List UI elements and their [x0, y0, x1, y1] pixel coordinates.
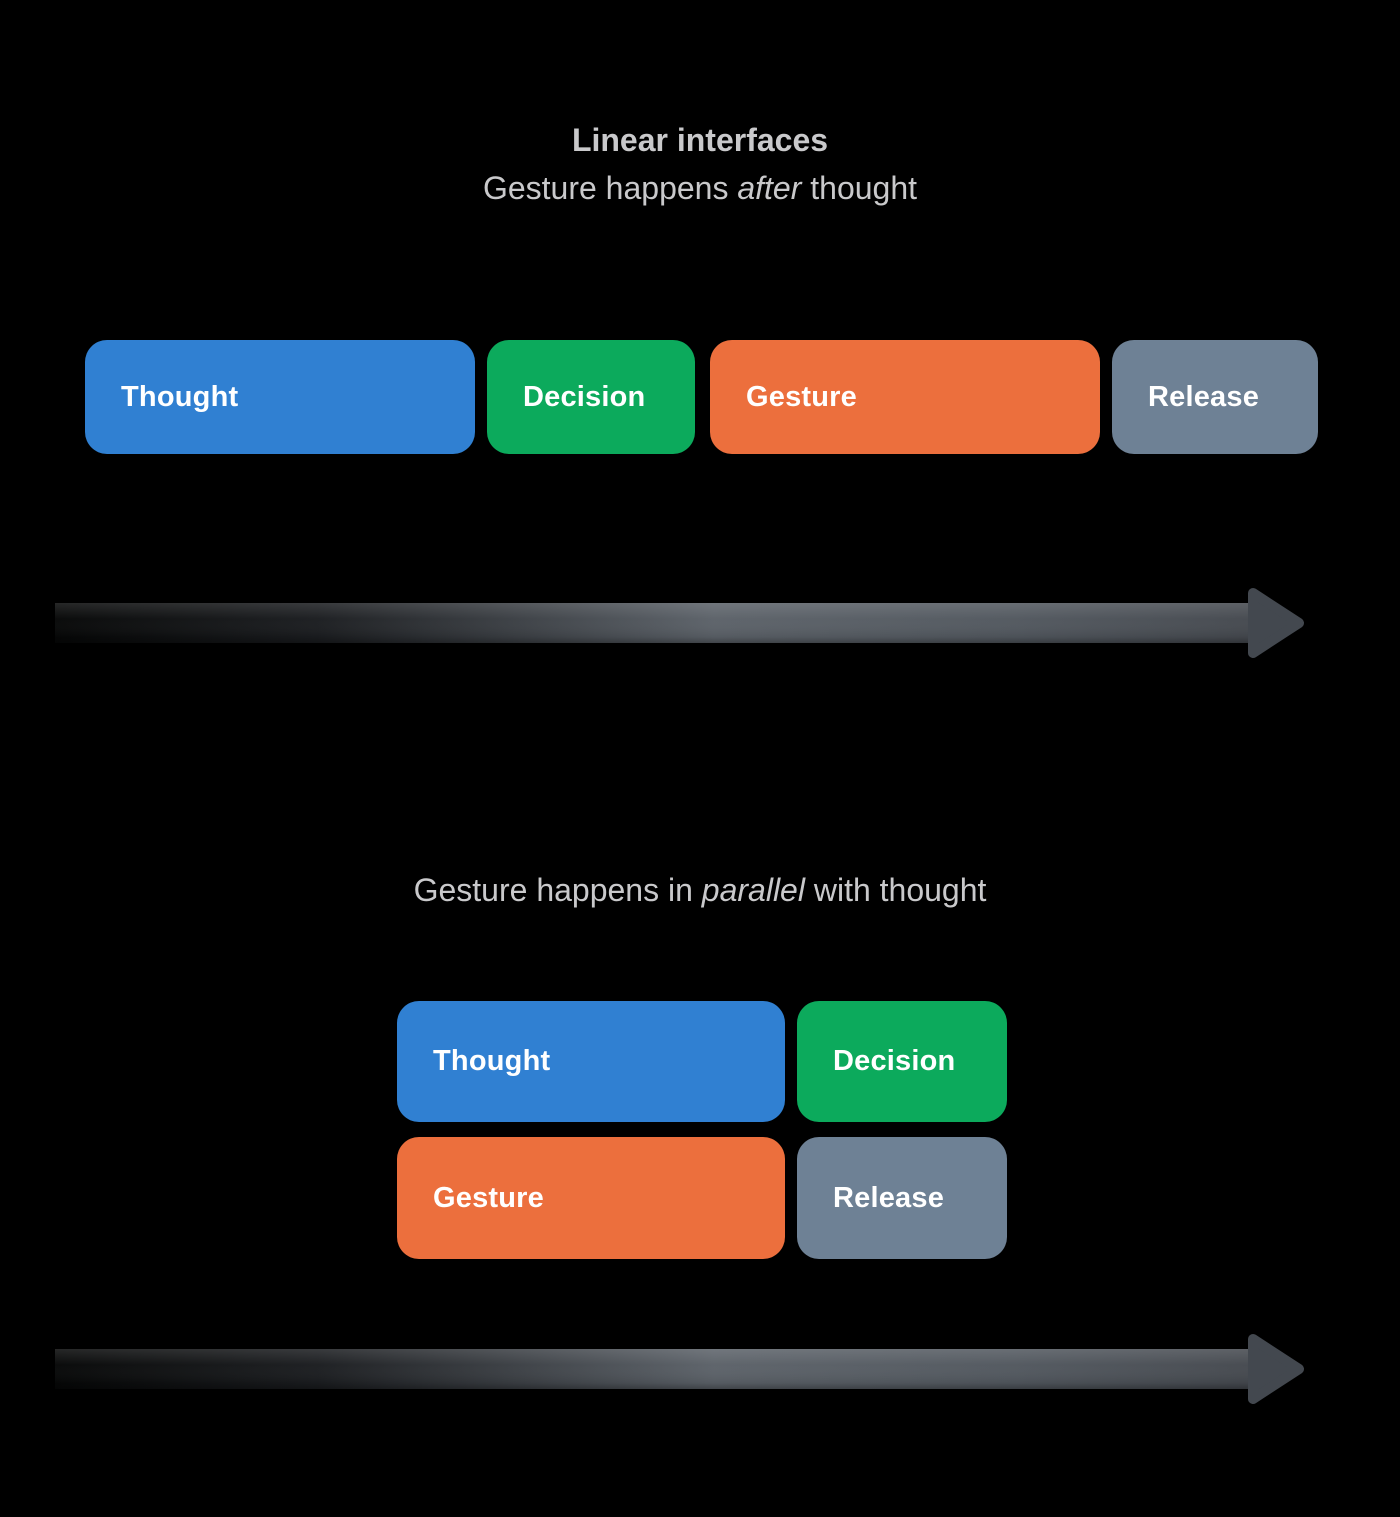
thought-box-label: Thought	[121, 380, 239, 413]
release-box-label: Release	[1148, 380, 1260, 413]
thought-box: Thought	[397, 1001, 785, 1122]
subtitle-emphasis: after	[737, 170, 802, 206]
thought-box: Thought	[85, 340, 475, 454]
gesture-box-label: Gesture	[746, 380, 857, 413]
parallel-section-title: Gesture happens in parallel with thought	[6, 870, 1394, 910]
decision-box: Decision	[797, 1001, 1007, 1122]
release-box: Release	[797, 1137, 1007, 1259]
gesture-box: Gesture	[710, 340, 1100, 454]
release-box: Release	[1112, 340, 1318, 454]
decision-box: Decision	[487, 340, 695, 454]
subtitle-prefix: Gesture happens	[482, 170, 738, 206]
timeline-arrow-icon	[55, 1334, 1304, 1404]
gesture-box-label: Gesture	[433, 1181, 544, 1214]
release-box-label: Release	[833, 1181, 945, 1214]
gesture-box: Gesture	[397, 1137, 785, 1259]
timeline-arrow-icon	[55, 588, 1304, 658]
parallel-title-prefix: Gesture happens in	[413, 872, 702, 908]
decision-box-label: Decision	[523, 380, 646, 413]
linear-section-subtitle: Gesture happens after thought	[6, 168, 1394, 208]
subtitle-suffix: thought	[801, 170, 918, 206]
thought-box-label: Thought	[433, 1045, 551, 1077]
parallel-title-suffix: with thought	[804, 872, 987, 908]
linear-section-title: Linear interfaces	[571, 122, 829, 158]
decision-box-label: Decision	[833, 1045, 956, 1077]
parallel-title-emphasis: parallel	[701, 872, 805, 908]
